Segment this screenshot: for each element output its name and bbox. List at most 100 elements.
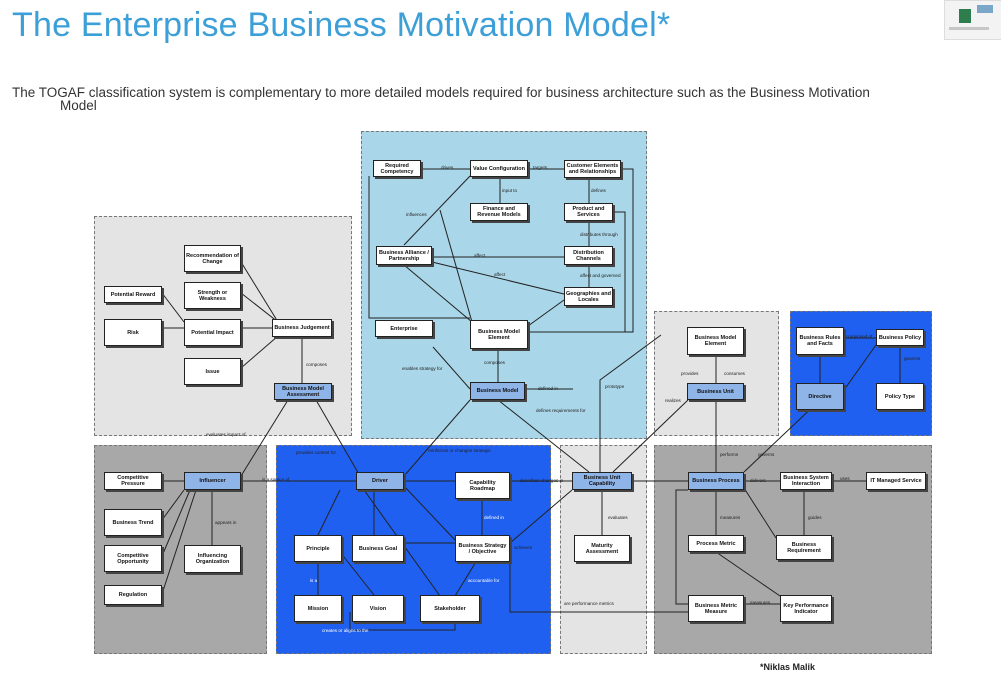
node-business-alliance[interactable]: Business Alliance / Partnership xyxy=(376,246,432,265)
node-driver[interactable]: Driver xyxy=(356,472,404,490)
node-geographies[interactable]: Geographies and Locales xyxy=(564,287,613,306)
node-influencing-organization[interactable]: Influencing Organization xyxy=(184,545,241,573)
node-potential-reward[interactable]: Potential Reward xyxy=(104,286,162,303)
node-issue[interactable]: Issue xyxy=(184,358,241,385)
node-business-system-interaction[interactable]: Business System Interaction xyxy=(780,472,832,490)
node-maturity-assessment[interactable]: Maturity Assessment xyxy=(574,535,630,562)
edge xyxy=(843,344,877,391)
edge-label: defines xyxy=(591,188,606,193)
edge xyxy=(599,334,662,472)
slide-subtitle: The TOGAF classification system is compl… xyxy=(12,85,992,113)
node-business-rules[interactable]: Business Rules and Facts xyxy=(796,327,844,355)
credit-note: *Niklas Malik xyxy=(760,662,816,672)
node-enterprise[interactable]: Enterprise xyxy=(375,320,433,337)
edge-label: creates or aligns to the xyxy=(322,628,369,633)
node-stakeholder[interactable]: Stakeholder xyxy=(420,595,480,622)
node-business-unit-capability[interactable]: Business Unit Capability xyxy=(572,472,632,490)
node-key-performance-indicator[interactable]: Key Performance Indicator xyxy=(780,595,832,622)
edge xyxy=(528,168,634,333)
edge xyxy=(403,399,471,477)
edge xyxy=(161,292,185,323)
edge xyxy=(317,489,341,536)
node-value-configuration[interactable]: Value Configuration xyxy=(470,160,528,177)
edge xyxy=(675,489,688,605)
edge-label: delivers xyxy=(750,478,766,483)
node-competitive-pressure[interactable]: Competitive Pressure xyxy=(104,472,162,490)
node-potential-impact[interactable]: Potential Impact xyxy=(184,319,241,346)
node-distribution-channels[interactable]: Distribution Channels xyxy=(564,246,613,265)
edge xyxy=(161,489,197,595)
edge-label: achieves xyxy=(514,545,533,550)
node-business-goal[interactable]: Business Goal xyxy=(352,535,404,562)
node-business-metric-measure[interactable]: Business Metric Measure xyxy=(688,595,744,622)
edge xyxy=(339,551,375,596)
node-influencer[interactable]: Influencer xyxy=(184,472,241,490)
node-business-judgement[interactable]: Business Judgement xyxy=(272,319,332,337)
edge xyxy=(161,489,185,521)
edge xyxy=(509,552,688,613)
node-principle[interactable]: Principle xyxy=(294,535,342,562)
node-mission[interactable]: Mission xyxy=(294,595,342,622)
edge-label: input to xyxy=(502,188,518,193)
node-business-strategy[interactable]: Business Strategy / Objective xyxy=(455,535,510,562)
edge xyxy=(403,485,456,541)
edge xyxy=(715,551,781,597)
subtitle-line-1: The TOGAF classification system is compl… xyxy=(12,85,870,100)
edge-label: appears in xyxy=(215,520,237,525)
edge-label: governs xyxy=(758,452,775,457)
edge-label: distributes through xyxy=(580,232,618,237)
edge xyxy=(403,175,471,246)
node-business-requirement[interactable]: Business Requirement xyxy=(776,535,832,560)
node-business-process[interactable]: Business Process xyxy=(688,472,744,490)
node-strength-weakness[interactable]: Strength or Weakness xyxy=(184,282,241,309)
node-business-unit[interactable]: Business Unit xyxy=(687,383,744,400)
edge xyxy=(403,264,473,323)
edge xyxy=(431,261,565,295)
edge xyxy=(497,399,590,473)
edge-label: defined in xyxy=(484,515,504,520)
node-business-model[interactable]: Business Model xyxy=(470,382,525,400)
node-capability-roadmap[interactable]: Capability Roadmap xyxy=(455,472,510,499)
edge-label: governs xyxy=(904,356,921,361)
edge-label: prototype xyxy=(605,384,625,389)
node-business-model-element-right[interactable]: Business Model Element xyxy=(687,327,744,355)
node-vision[interactable]: Vision xyxy=(352,595,404,622)
edge-label: affect xyxy=(494,272,506,277)
node-finance-models[interactable]: Finance and Revenue Models xyxy=(470,203,528,221)
node-business-model-assessment[interactable]: Business Model Assessment xyxy=(274,383,332,400)
connector-group xyxy=(161,168,901,631)
edge xyxy=(240,399,289,477)
node-regulation[interactable]: Regulation xyxy=(104,585,162,605)
edge-label: uses xyxy=(840,476,850,481)
edge-label: composes xyxy=(484,360,505,365)
node-it-managed-service[interactable]: IT Managed Service xyxy=(866,472,926,490)
node-directive[interactable]: Directive xyxy=(796,383,844,410)
node-recommendation[interactable]: Recommendation of Change xyxy=(184,245,241,272)
node-process-metric[interactable]: Process Metric xyxy=(688,535,744,552)
node-policy-type[interactable]: Policy Type xyxy=(876,383,924,410)
edge-label: accountable for xyxy=(468,578,500,583)
edge xyxy=(743,487,777,539)
edge-label: provides xyxy=(681,371,699,376)
edge-label: enables strategy for xyxy=(402,366,443,371)
thumbnail-shape xyxy=(959,9,971,23)
edge xyxy=(315,399,361,477)
edge-label: drives xyxy=(441,165,454,170)
node-customer-elements[interactable]: Customer Elements and Relationships xyxy=(564,160,621,178)
node-competitive-opportunity[interactable]: Competitive Opportunity xyxy=(104,545,162,572)
edge xyxy=(613,211,626,332)
edge xyxy=(432,346,471,390)
slide-thumbnail[interactable] xyxy=(944,0,1001,40)
node-risk[interactable]: Risk xyxy=(104,319,162,346)
node-business-trend[interactable]: Business Trend xyxy=(104,509,162,536)
edge xyxy=(240,292,279,323)
node-required-competency[interactable]: Required Competency xyxy=(373,160,421,177)
edge-label: defines requirements for xyxy=(536,408,586,413)
node-business-model-element-top[interactable]: Business Model Element xyxy=(470,320,528,349)
edge-label: guides xyxy=(808,515,822,520)
node-product-services[interactable]: Product and Services xyxy=(564,203,613,221)
edge-label: consumes xyxy=(724,371,745,376)
node-business-policy[interactable]: Business Policy xyxy=(876,329,924,346)
edge-label: provides context for xyxy=(296,450,337,455)
